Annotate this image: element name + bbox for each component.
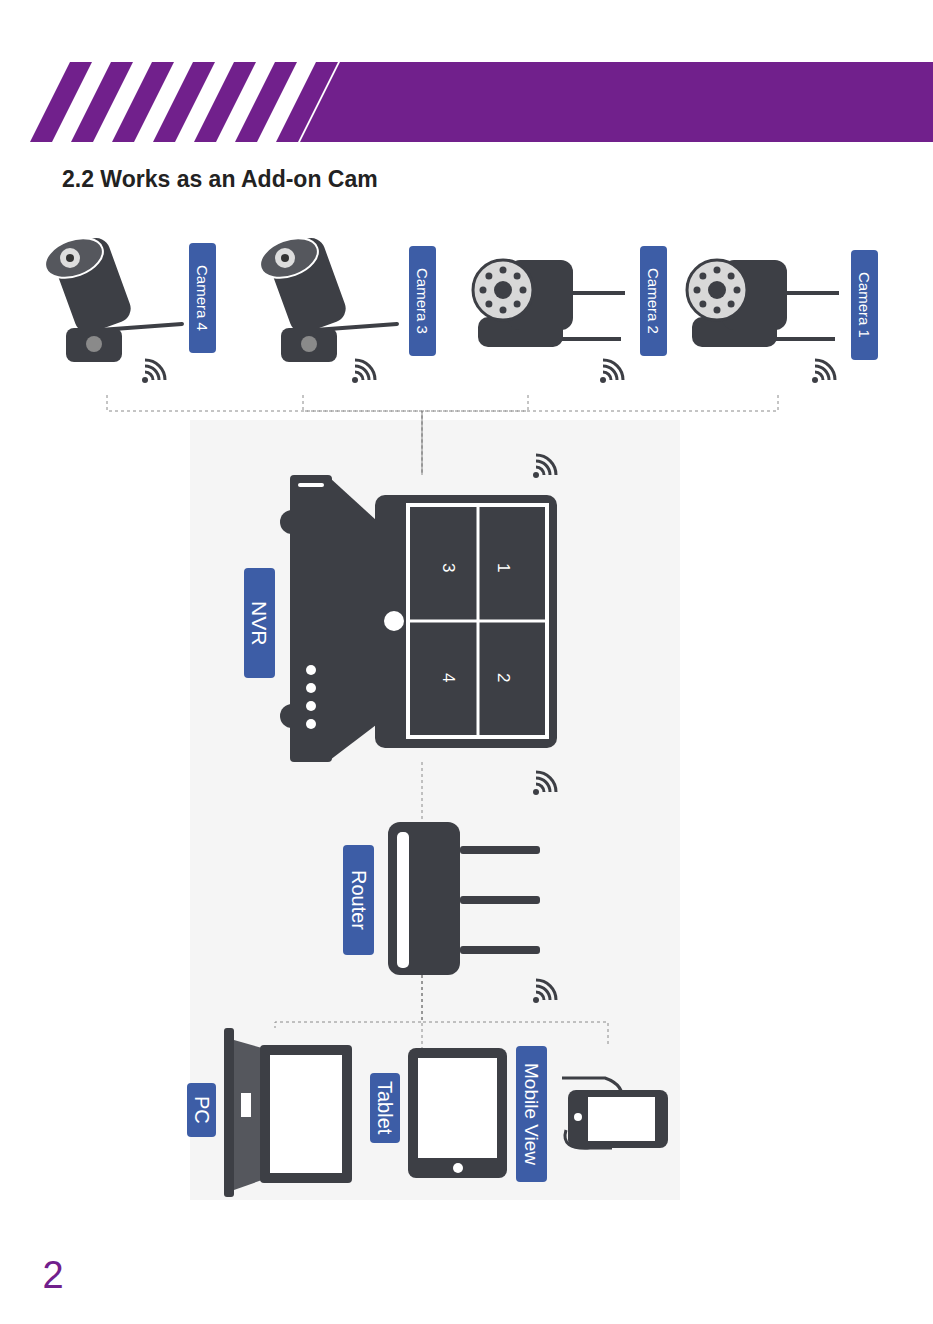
ptz-camera: [687, 260, 839, 347]
nvr-device: [410, 620, 545, 623]
device-tag: Camera 2: [640, 246, 667, 356]
device-tag: PC: [187, 1083, 216, 1137]
nvr-device: [280, 475, 557, 762]
nvr-device: [306, 701, 316, 711]
device-tag: Mobile View: [516, 1046, 547, 1182]
device-node: Camera 3: [255, 232, 438, 395]
screen-number: 2: [491, 666, 515, 690]
dashed-connector: [107, 395, 422, 475]
device-node: NVR: [244, 475, 557, 762]
wifi-symbol: [352, 360, 375, 383]
nvr-device: [408, 505, 547, 737]
tablet-device: [418, 1058, 497, 1158]
phone-device: [588, 1097, 655, 1141]
device-tag: NVR: [244, 568, 275, 678]
device-node: Camera 4: [40, 232, 218, 395]
header-band: [300, 62, 933, 142]
device-tag: Router: [343, 845, 374, 955]
wifi-symbol: [142, 360, 165, 383]
laptop-device: [241, 1093, 251, 1117]
phone-device: [574, 1113, 582, 1121]
wifi-symbol: [812, 360, 835, 383]
wifi-symbol: [533, 455, 556, 478]
screen-number: 3: [436, 556, 460, 580]
dashed-connector: [422, 395, 528, 475]
bullet-camera: [40, 231, 182, 362]
device-node: Tablet: [370, 1048, 507, 1178]
device-node: Camera 2: [468, 232, 668, 395]
tablet-device: [408, 1048, 507, 1178]
dashed-connector: [303, 395, 422, 475]
nvr-device: [384, 611, 404, 631]
device-node: Camera 1: [680, 232, 880, 395]
device-node: PC: [187, 1028, 352, 1197]
router-device: [397, 832, 409, 968]
nvr-device: [298, 483, 324, 487]
nvr-device: [306, 683, 316, 693]
device-tag: Tablet: [370, 1073, 400, 1143]
nvr-device: [290, 475, 332, 762]
dashed-connector: [422, 975, 608, 1046]
router-device: [460, 846, 540, 854]
header-band: [276, 62, 338, 142]
ptz-camera: [473, 260, 625, 347]
header-band: [30, 62, 933, 142]
router-device: [460, 946, 540, 954]
tablet-device: [453, 1163, 463, 1173]
background-panel: [190, 420, 680, 1200]
laptop-device: [270, 1055, 342, 1173]
tablet-device: [408, 1048, 507, 1178]
wifi-symbol: [600, 360, 623, 383]
nvr-device: [306, 665, 316, 675]
device-tag: Camera 3: [409, 246, 436, 356]
screen-number: 1: [491, 556, 515, 580]
bullet-camera: [255, 231, 397, 362]
dashed-connector: [275, 975, 422, 1028]
router-device: [388, 822, 540, 975]
bullet-camera: [255, 231, 397, 362]
device-node: Router: [343, 822, 540, 975]
router-device: [460, 896, 540, 904]
laptop-device: [224, 1028, 352, 1197]
router-device: [388, 822, 460, 975]
device-tag: Camera 1: [851, 250, 878, 360]
page-title: 2.2 Works as an Add-on Cam: [62, 166, 378, 193]
device-tag: Camera 4: [189, 243, 216, 353]
phone-device: [562, 1078, 668, 1148]
wifi-symbol: [533, 980, 556, 1003]
dashed-connector: [422, 395, 778, 475]
nvr-device: [330, 478, 376, 760]
device-node: Mobile View: [516, 1046, 668, 1182]
screen-number: 4: [436, 666, 460, 690]
nvr-device: [306, 719, 316, 729]
laptop-device: [224, 1028, 234, 1197]
dashed-connector: [422, 762, 423, 822]
ptz-camera: [473, 260, 625, 347]
nvr-device: [375, 495, 557, 748]
page-number: 2: [36, 1255, 70, 1295]
phone-device: [568, 1090, 668, 1148]
bullet-camera: [40, 231, 182, 362]
ptz-camera: [687, 260, 839, 347]
wifi-symbol: [142, 360, 835, 1003]
laptop-device: [234, 1040, 262, 1190]
wifi-symbol: [533, 772, 556, 795]
laptop-device: [260, 1045, 352, 1183]
